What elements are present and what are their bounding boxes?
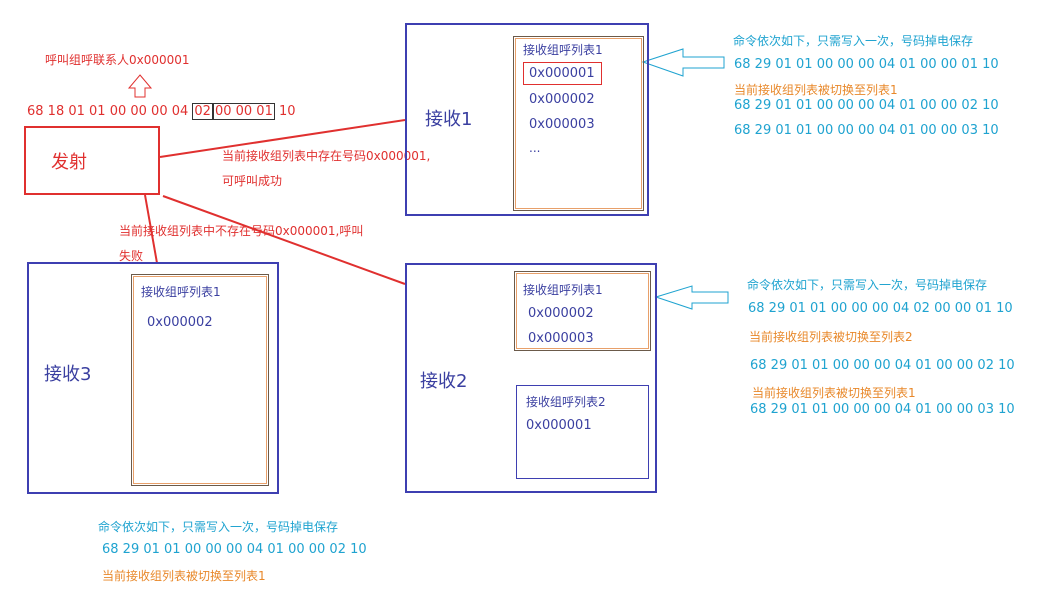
line-to-receiver2: [162, 195, 406, 285]
left-arrow-icon: [654, 285, 729, 310]
line-to-receiver1: [159, 119, 406, 158]
receiver2-list2-item: 0x000001: [526, 418, 592, 433]
left-arrow-icon: [641, 48, 725, 77]
receiver2-list1-item: 0x000003: [528, 331, 594, 346]
receiver2-list1-item: 0x000002: [528, 306, 594, 321]
receiver3-list: 接收组呼列表1 0x000002: [131, 274, 269, 486]
receiver2-cmd1: 68 29 01 01 00 00 00 04 02 00 00 01 10: [748, 301, 1013, 316]
receiver2-switch-note2: 当前接收组列表被切换至列表1: [752, 386, 916, 400]
command-end: 10: [278, 104, 296, 119]
receiver1-list-item-highlighted: 0x000001: [523, 62, 602, 85]
transmitter-box: 发射: [24, 126, 160, 195]
receiver1-box: 接收1 接收组呼列表1 0x000001 0x000002 0x000003 .…: [405, 23, 649, 216]
receiver2-switch-note1: 当前接收组列表被切换至列表2: [749, 330, 913, 344]
up-arrow-icon: [127, 74, 153, 98]
receiver3-list-title: 接收组呼列表1: [141, 285, 221, 299]
receiver1-list-item: ...: [529, 141, 541, 155]
command-highlight-number: 00 00 01: [212, 103, 275, 120]
command-highlight-list-id: 02: [192, 103, 213, 120]
receiver2-label: 接收2: [420, 371, 468, 392]
receiver3-cmd-title: 命令依次如下，只需写入一次，号码掉电保存: [98, 520, 339, 534]
receiver1-label: 接收1: [425, 109, 473, 130]
receiver1-cmd2: 68 29 01 01 00 00 00 04 01 00 00 02 10: [734, 98, 999, 113]
receiver2-cmd2: 68 29 01 01 00 00 00 04 01 00 00 02 10: [750, 358, 1015, 373]
receiver1-list-item: 0x000002: [529, 92, 595, 107]
receiver1-list-title: 接收组呼列表1: [523, 43, 603, 57]
transmitter-label: 发射: [51, 152, 87, 173]
receiver2-list2: 接收组呼列表2 0x000001: [516, 385, 649, 479]
receiver3-box: 接收3 接收组呼列表1 0x000002: [27, 262, 279, 494]
receiver2-list2-title: 接收组呼列表2: [526, 395, 606, 409]
receiver2-box: 接收2 接收组呼列表1 0x000002 0x000003 接收组呼列表2 0x…: [405, 263, 657, 493]
success-note-line2: 可呼叫成功: [222, 174, 283, 188]
receiver1-cmd3: 68 29 01 01 00 00 00 04 01 00 00 03 10: [734, 123, 999, 138]
line-to-receiver3: [144, 194, 158, 264]
receiver2-cmd3: 68 29 01 01 00 00 00 04 01 00 00 03 10: [750, 402, 1015, 417]
fail-note-line2: 失败: [119, 249, 144, 263]
receiver1-cmd-title: 命令依次如下，只需写入一次，号码掉电保存: [733, 34, 974, 48]
call-contact-label: 呼叫组呼联系人0x000001: [45, 53, 190, 67]
receiver3-switch-note: 当前接收组列表被切换至列表1: [102, 569, 266, 583]
receiver2-cmd-title: 命令依次如下，只需写入一次，号码掉电保存: [747, 278, 988, 292]
receiver3-label: 接收3: [44, 364, 92, 385]
receiver1-switch-note: 当前接收组列表被切换至列表1: [734, 83, 898, 97]
receiver3-list-item: 0x000002: [147, 315, 213, 330]
receiver3-cmd1: 68 29 01 01 00 00 00 04 01 00 00 02 10: [102, 542, 367, 557]
success-note-line1: 当前接收组列表中存在号码0x000001,: [222, 149, 431, 163]
receiver1-cmd1: 68 29 01 01 00 00 00 04 01 00 00 01 10: [734, 57, 999, 72]
receiver1-list-item: 0x000003: [529, 117, 595, 132]
receiver2-list1-title: 接收组呼列表1: [523, 283, 603, 297]
receiver1-list: 接收组呼列表1 0x000001 0x000002 0x000003 ...: [513, 36, 644, 211]
fail-note-line1: 当前接收组列表中不存在号码0x000001,呼叫: [119, 224, 364, 238]
command-part: 68 18 01 01 00 00 00 04: [27, 104, 189, 119]
receiver2-list1: 接收组呼列表1 0x000002 0x000003: [514, 271, 651, 351]
